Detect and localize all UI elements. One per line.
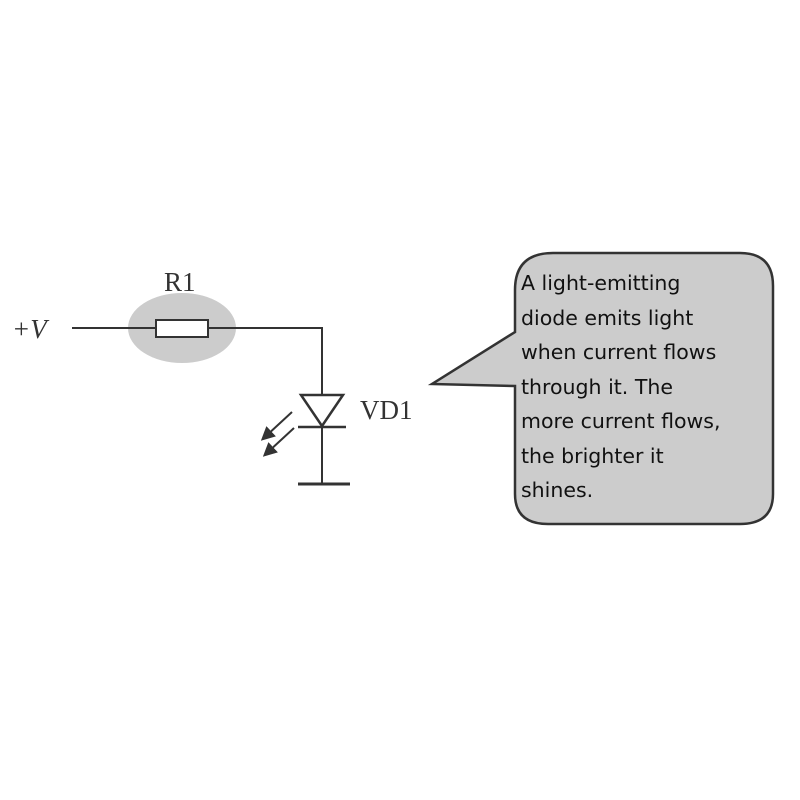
resistor-to-diode-wire [208,327,323,395]
light-arrow-icon [260,411,293,441]
diode-triangle [298,393,346,429]
callout-bubble [427,251,775,526]
callout-text: A light-emitting diode emits light when … [521,266,771,508]
callout-line: more current flows, [521,409,721,433]
resistor-r1 [155,319,209,338]
diode-label: VD1 [360,395,413,425]
callout-line: diode emits light [521,305,694,330]
supply-label: +V [12,314,50,344]
resistor-label: R1 [164,267,196,297]
callout-line: when current flows [521,340,717,364]
callout-line: A light-emitting [521,271,681,295]
callout-line: the brighter it [521,443,664,468]
callout-line: shines. [521,478,594,502]
light-arrow-icon [262,427,295,457]
callout-line: through it. The [521,374,673,399]
